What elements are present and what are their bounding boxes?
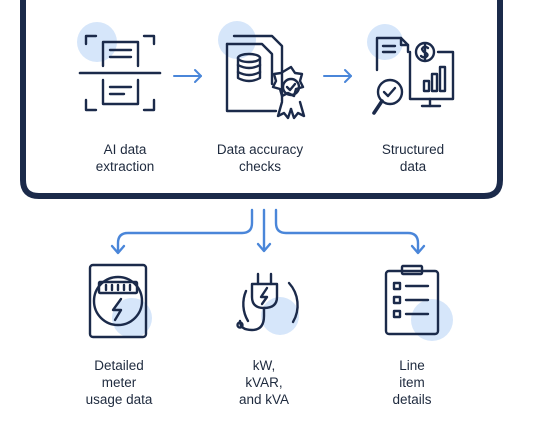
output-connectors: [110, 208, 426, 255]
step-label-accuracy-checks: Data accuracy checks: [195, 141, 325, 175]
label-line: details: [392, 392, 432, 407]
label-line: Data accuracy: [216, 142, 304, 157]
step-label-ai-extraction: AI data extraction: [70, 141, 180, 175]
arrow-right-icon: [173, 69, 202, 83]
scan-document-icon: [77, 22, 162, 112]
label-line: Line: [399, 358, 425, 373]
label-line: extraction: [95, 159, 155, 174]
label-line: AI data: [103, 142, 147, 157]
label-line: meter: [101, 375, 137, 390]
arrowhead-meter: [110, 244, 126, 255]
label-line: kVAR,: [245, 375, 283, 390]
label-line: kW,: [252, 358, 276, 373]
arrowhead-plug: [256, 242, 272, 253]
label-line: item: [399, 375, 425, 390]
checklist-clipboard-icon: [384, 264, 453, 341]
connector-to-checklist: [274, 208, 420, 254]
label-line: checks: [238, 159, 282, 174]
connector-to-meter: [116, 208, 254, 254]
label-line: Structured: [381, 142, 445, 157]
output-label-meter-usage: Detailed meter usage data: [64, 357, 174, 408]
output-label-kw-kvar-kva: kW, kVAR, and kVA: [209, 357, 319, 408]
label-line: usage data: [85, 392, 153, 407]
step-label-structured-data: Structured data: [358, 141, 468, 175]
certified-database-document-icon: [218, 21, 306, 120]
label-line: and kVA: [238, 392, 290, 407]
arrowhead-checklist: [410, 244, 426, 255]
label-line: data: [399, 159, 427, 174]
analytics-document-monitor-icon: [367, 24, 455, 115]
output-label-line-item-details: Line item details: [357, 357, 467, 408]
power-plug-icon: [236, 272, 299, 335]
electric-meter-icon: [88, 263, 152, 339]
label-line: Detailed: [94, 358, 144, 373]
process-panel-frame: [20, 0, 503, 199]
arrow-right-icon: [323, 69, 352, 83]
